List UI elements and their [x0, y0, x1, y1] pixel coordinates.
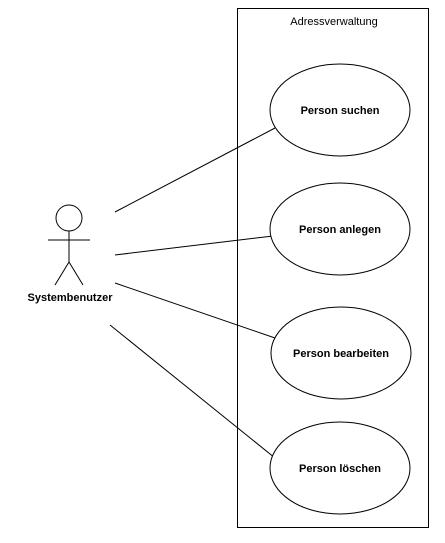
system-boundary — [237, 8, 429, 528]
association-person-bearbeiten — [114, 282, 276, 339]
actor-left-leg — [54, 261, 70, 286]
association-person-suchen — [114, 127, 276, 213]
use-case-ellipse — [270, 306, 412, 400]
use-case-ellipse — [269, 421, 411, 515]
use-case-ellipse — [269, 182, 411, 276]
actor-figure — [48, 204, 90, 286]
associations — [109, 127, 276, 459]
use-case-person-loeschen: Person löschen — [269, 421, 411, 515]
association-person-loeschen — [109, 324, 276, 459]
actor-name: Systembenutzer — [28, 292, 114, 304]
use-case-label: Person anlegen — [299, 224, 381, 236]
actor-head — [55, 204, 83, 232]
use-case-label: Person suchen — [301, 105, 380, 117]
use-case-label: Person bearbeiten — [293, 348, 389, 360]
use-case-label: Person löschen — [299, 463, 381, 475]
system-title: Adressverwaltung — [290, 16, 377, 28]
use-case-ellipse — [269, 63, 411, 157]
association-person-anlegen — [114, 235, 274, 256]
actor-right-leg — [68, 261, 84, 286]
use-case-person-suchen: Person suchen — [269, 63, 411, 157]
use-case-person-anlegen: Person anlegen — [269, 182, 411, 276]
use-case-person-bearbeiten: Person bearbeiten — [270, 306, 412, 400]
